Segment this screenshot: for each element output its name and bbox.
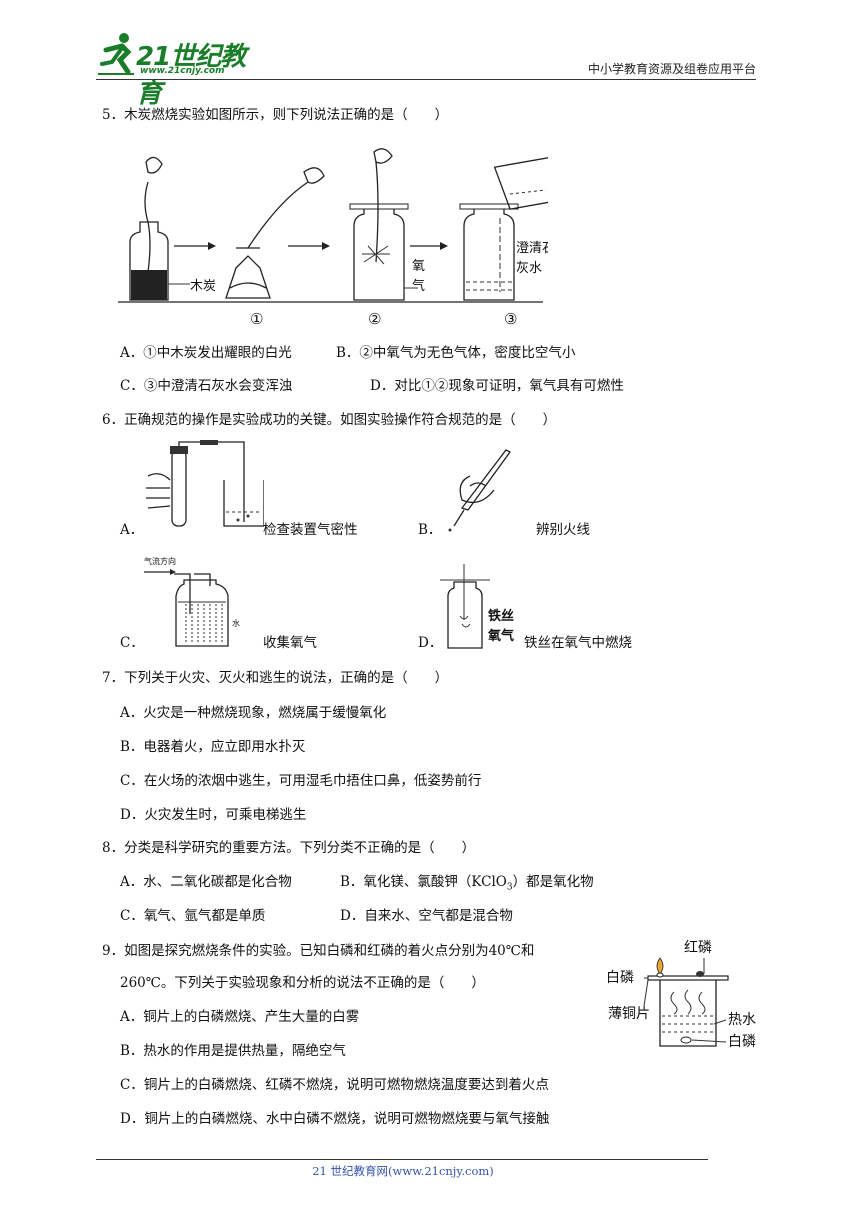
q9-stem-line2: 260℃。下列关于实验现象和分析的说法不正确的是（ ） [120, 975, 485, 991]
white-phosphorus-label: 白磷 [606, 970, 634, 986]
q6-option-c-text: 收集氧气 [263, 635, 317, 651]
q8-option-d: D．自来水、空气都是混合物 [340, 908, 513, 924]
q5-option-c: C．③中澄清石灰水会变浑浊 [120, 378, 293, 394]
q7-option-c: C．在火场的浓烟中逃生，可用湿毛巾捂住口鼻，低姿势前行 [120, 773, 482, 789]
q6-option-d-letter: D． [418, 635, 443, 651]
q6-option-a-text: 检查装置气密性 [263, 522, 358, 538]
q9-option-c: C．铜片上的白磷燃烧、红磷不燃烧，说明可燃物燃烧温度要达到着火点 [120, 1077, 549, 1093]
q9-option-d: D．铜片上的白磷燃烧、水中白磷不燃烧，说明可燃物燃烧要与氧气接触 [120, 1111, 550, 1127]
step2-label: ② [368, 310, 381, 328]
q7-stem: 7．下列关于火灾、灭火和逃生的说法，正确的是（ ） [102, 670, 449, 686]
q6-fig-a-airtight-check [146, 440, 264, 527]
q5-option-d: D．对比①②现象可证明，氧气具有可燃性 [370, 378, 624, 394]
oxygen-label-2: 气 [412, 278, 425, 294]
q8-stem: 8．分类是科学研究的重要方法。下列分类不正确的是（ ） [102, 840, 476, 856]
footer-text[interactable]: 21 世纪教育网(www.21cnjy.com) [312, 1164, 494, 1178]
site-logo: 21世纪教育 www.21cnjy.com [98, 30, 263, 109]
q6-option-a-letter: A． [120, 522, 144, 538]
header-divider [96, 79, 756, 80]
white-phosphorus-water-label: 白磷 [728, 1034, 756, 1050]
q9-stem-line1: 9．如图是探究燃烧条件的实验。已知白磷和红磷的着火点分别为40℃和 [102, 943, 535, 959]
oxygen-label-1: 氧 [412, 259, 425, 274]
q5-option-b: B．②中氧气为无色气体，密度比空气小 [336, 345, 576, 361]
q8-option-b-pre: B．氧化镁、氯酸钾（KClO [340, 874, 507, 890]
q6-option-c-letter: C． [120, 635, 144, 651]
q9-option-b: B．热水的作用是提供热量，隔绝空气 [120, 1043, 346, 1059]
logo-text: 21世纪教育 [136, 42, 246, 109]
q6-fig-d-iron-wire: 铁丝 氧气 [440, 564, 514, 649]
q6-stem: 6．正确规范的操作是实验成功的关键。如图实验操作符合规范的是（ ） [102, 412, 557, 428]
platform-name: 中小学教育资源及组卷应用平台 [587, 62, 756, 76]
iron-wire-label: 铁丝 [487, 608, 514, 624]
q7-option-a: A．火灾是一种燃烧现象，燃烧属于缓慢氧化 [120, 705, 387, 721]
q8-option-a: A．水、二氧化碳都是化合物 [120, 874, 292, 890]
q6-option-b-text: 辨别火线 [536, 522, 590, 538]
q5-charcoal-figure: 木炭 氧 气 澄清石 灰水 ① ② ③ [118, 148, 548, 328]
q7-option-d: D．火灾发生时，可乘电梯逃生 [120, 807, 307, 823]
limewater-label-1: 澄清石 [516, 241, 548, 256]
q8-option-b: B．氧化镁、氯酸钾（KClO3）都是氧化物 [340, 873, 594, 897]
water-label: 水 [232, 618, 240, 628]
q9-combustion-figure: 红磷 白磷 薄铜片 热水 白磷 [606, 940, 756, 1050]
q8-option-c: C．氧气、氩气都是单质 [120, 908, 266, 924]
copper-sheet-label: 薄铜片 [608, 1006, 650, 1022]
oxygen-label: 氧气 [487, 628, 514, 644]
q6-option-d-text: 铁丝在氧气中燃烧 [524, 635, 632, 651]
charcoal-label: 木炭 [190, 279, 216, 294]
q5-option-a: A．①中木炭发出耀眼的白光 [120, 345, 292, 361]
q5-stem: 5．木炭燃烧实验如图所示，则下列说法正确的是（ ） [102, 107, 449, 123]
logo-url: www.21cnjy.com [140, 66, 225, 76]
red-phosphorus-label: 红磷 [684, 940, 712, 956]
limewater-label-2: 灰水 [516, 261, 542, 276]
footer-divider [96, 1159, 708, 1160]
hot-water-label: 热水 [728, 1012, 756, 1028]
airflow-label: 气流方向 [144, 556, 176, 566]
runner-logo-icon [98, 33, 134, 75]
q6-fig-b-test-pen [448, 449, 511, 532]
step1-label: ① [250, 310, 263, 328]
q9-option-a: A．铜片上的白磷燃烧、产生大量的白雾 [120, 1009, 360, 1025]
q7-option-b: B．电器着火，应立即用水扑灭 [120, 739, 306, 755]
q8-option-b-sub: 3 [506, 882, 513, 893]
q8-option-b-post: ）都是氧化物 [512, 874, 594, 890]
q6-fig-c-gas-bottle: 气流方向 水 [144, 556, 240, 647]
step3-label: ③ [504, 310, 517, 328]
q6-option-b-letter: B． [418, 522, 442, 538]
